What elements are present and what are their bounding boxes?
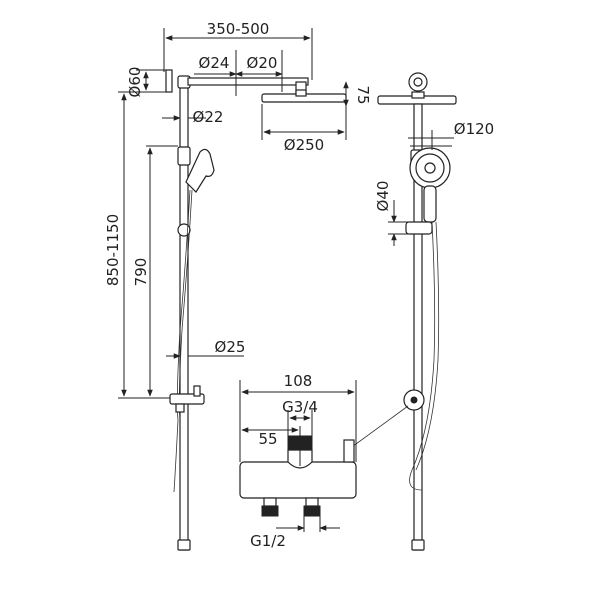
label-head-dia: Ø250 — [284, 136, 324, 154]
label-total-height: 850-1150 — [104, 214, 122, 286]
label-rail-dia: Ø22 — [193, 108, 224, 126]
label-rail-height: 790 — [132, 258, 150, 287]
label-handset-dia: Ø120 — [454, 120, 494, 138]
rail-clamp — [177, 146, 191, 166]
label-arm-length: 350-500 — [207, 20, 270, 38]
side-view — [165, 69, 347, 551]
dimension-lines — [118, 28, 454, 532]
label-valve-width: 108 — [284, 372, 313, 390]
inlet-nut-right — [305, 497, 319, 507]
label-inlet-thread: G1/2 — [250, 532, 286, 550]
label-valve-offset: 55 — [258, 430, 277, 448]
label-head-height: 75 — [354, 85, 372, 104]
slide-holder-front — [405, 221, 433, 235]
hand-shower-side — [185, 148, 215, 193]
label-arm-dia-inner: Ø20 — [247, 54, 278, 72]
front-view — [344, 72, 457, 551]
hose-front — [409, 221, 436, 491]
dimension-labels: 350-500 Ø24 Ø20 75 Ø60 Ø22 Ø250 Ø120 Ø40… — [104, 20, 494, 550]
inlet-nut-left — [263, 497, 277, 507]
label-mount-dia: Ø60 — [126, 67, 144, 98]
valve-detail — [239, 435, 357, 517]
label-hose-dia: Ø25 — [215, 338, 246, 356]
wall-mount-bracket — [165, 69, 173, 93]
label-outlet-thread: G3/4 — [282, 398, 318, 416]
label-arm-dia-outer: Ø24 — [199, 54, 230, 72]
label-holder-dia: Ø40 — [374, 181, 392, 212]
hose-side — [173, 189, 191, 493]
shower-arm — [187, 77, 309, 86]
